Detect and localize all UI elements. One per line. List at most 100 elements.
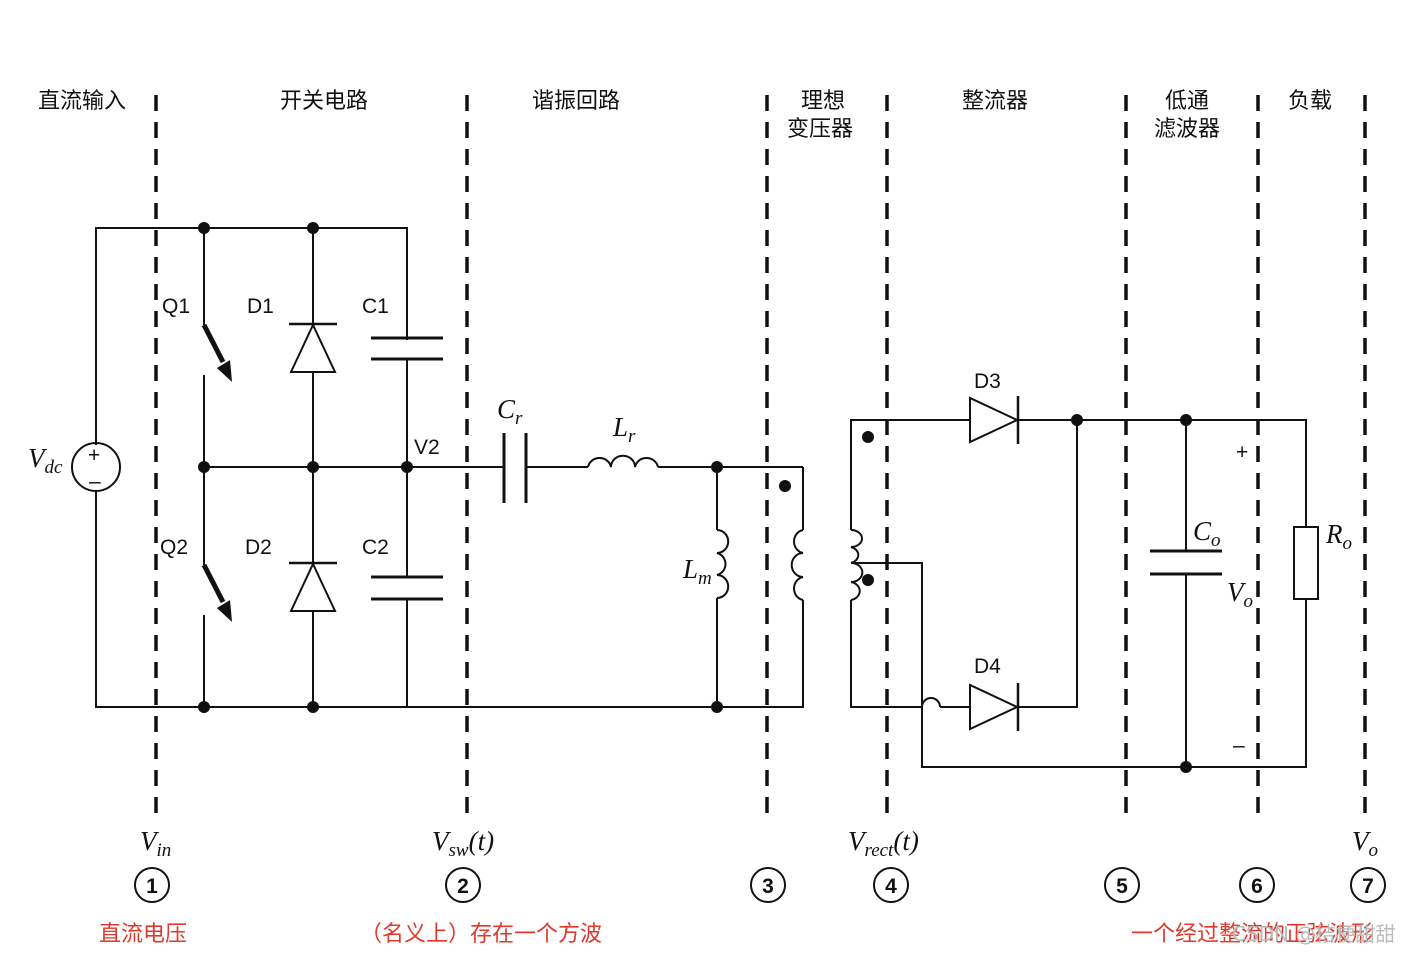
label-d1: D1 (247, 295, 274, 318)
diode-d4-body (969, 683, 1020, 731)
node-circle (134, 867, 170, 903)
diode-d3 (969, 396, 1020, 444)
title-transformer-1: 理想 (801, 89, 845, 114)
polarity-dot-secondary-top (862, 431, 874, 443)
junction (198, 461, 210, 473)
wire-center-tap (851, 562, 1307, 768)
label-cr: Cr (497, 394, 523, 429)
diode-d3-body (969, 396, 1020, 444)
wire-crossover (921, 697, 941, 708)
junction (1071, 414, 1083, 426)
junctions (198, 222, 1192, 773)
capacitor-c2 (371, 575, 443, 601)
label-v2: V2 (414, 436, 440, 459)
label-c1: C1 (362, 295, 389, 318)
wire-sec-top (850, 419, 970, 530)
label-d4: D4 (974, 655, 1001, 678)
note-dc-voltage: 直流电压 (99, 922, 187, 947)
node-circle (445, 867, 481, 903)
section-dividers (154, 95, 1367, 820)
switch-q2-arrow (217, 600, 232, 622)
title-dc-input: 直流输入 (38, 89, 126, 114)
diode-d4 (969, 683, 1020, 731)
wire-bottom-rail (95, 490, 804, 708)
switch-q1 (201, 323, 232, 382)
capacitor-cr (502, 433, 528, 503)
dc-source-plus: + (88, 444, 100, 467)
label-vsw: Vsw(t) (432, 826, 494, 861)
title-rectifier: 整流器 (962, 89, 1028, 114)
diode-d2-body (289, 561, 337, 612)
label-vin: Vin (140, 826, 171, 861)
junction (1180, 414, 1192, 426)
switch-q2 (201, 563, 232, 622)
title-lpf-2: 滤波器 (1154, 117, 1220, 142)
label-lr: Lr (612, 412, 636, 447)
polarity-dot-primary (779, 480, 791, 492)
inductor-lr (587, 454, 659, 468)
node-5: 5 (1116, 875, 1128, 898)
dc-source-circle (71, 442, 121, 492)
junction (401, 461, 413, 473)
label-lm: Lm (682, 554, 712, 589)
diode-d2 (289, 561, 337, 612)
label-vrect: Vrect(t) (848, 826, 919, 861)
label-vdc: Vdc (28, 443, 63, 478)
label-output-plus: + (1236, 441, 1248, 464)
label-q1: Q1 (162, 295, 190, 318)
transformer-secondary (850, 529, 864, 601)
label-q2: Q2 (160, 536, 188, 559)
dc-source: + – (71, 442, 121, 493)
junction (307, 701, 319, 713)
title-transformer-2: 变压器 (787, 117, 853, 142)
junction (1180, 761, 1192, 773)
transformer-primary (790, 529, 804, 601)
label-vo-bottom: Vo (1352, 826, 1378, 861)
node-circle (1350, 867, 1386, 903)
wire-top-rail (95, 227, 408, 445)
capacitor-c1 (371, 336, 443, 361)
wire-d4-return (1018, 420, 1078, 708)
diode-d1-body (289, 322, 337, 373)
note-rectified-sine: 一个经过整流的正弦波形 (1131, 922, 1373, 947)
resistor-ro (1293, 526, 1319, 600)
junction (198, 701, 210, 713)
node-2: 2 (457, 875, 469, 898)
section-titles: 直流输入 开关电路 谐振回路 理想 变压器 整流器 低通 滤波器 负载 (38, 89, 1332, 142)
node-circle (1104, 867, 1140, 903)
label-output-minus: – (1233, 734, 1245, 757)
node-circle (873, 867, 909, 903)
wire-output-top (1018, 419, 1307, 527)
label-d3: D3 (974, 370, 1001, 393)
dc-source-minus: – (89, 470, 101, 493)
capacitor-co (1150, 549, 1222, 576)
label-c2: C2 (362, 536, 389, 559)
node-circle (750, 867, 786, 903)
switch-q2-blade (201, 563, 226, 604)
junction (307, 222, 319, 234)
node-4: 4 (885, 875, 897, 898)
title-load: 负载 (1288, 89, 1332, 114)
junction (198, 222, 210, 234)
node-3: 3 (762, 875, 774, 898)
junction (711, 701, 723, 713)
wires (95, 227, 1307, 768)
node-6: 6 (1251, 875, 1263, 898)
junction (711, 461, 723, 473)
label-ro: Ro (1325, 519, 1352, 554)
wire-sec-bottom (850, 600, 922, 708)
polarity-dot-secondary-mid (862, 574, 874, 586)
label-vo-mid: Vo (1227, 577, 1253, 612)
label-co: Co (1193, 516, 1221, 551)
node-7: 7 (1362, 875, 1374, 898)
junction (307, 461, 319, 473)
title-switch: 开关电路 (280, 89, 368, 114)
title-lpf-1: 低通 (1165, 89, 1209, 114)
node-1: 1 (146, 875, 158, 898)
label-d2: D2 (245, 536, 272, 559)
node-circle (1239, 867, 1275, 903)
switch-q1-arrow (217, 360, 232, 382)
title-resonant: 谐振回路 (532, 89, 620, 114)
switch-q1-blade (201, 323, 226, 364)
